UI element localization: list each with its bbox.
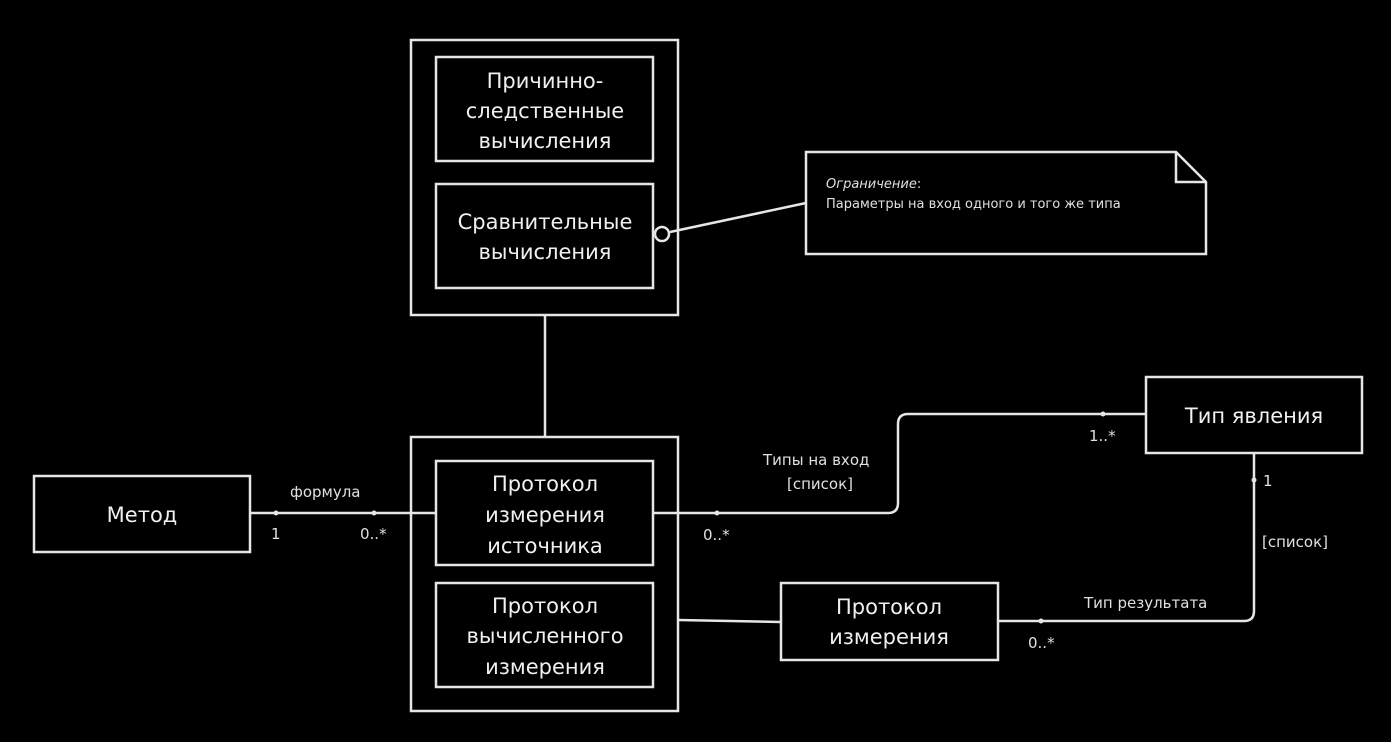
cause-effect-computation-box[interactable] bbox=[434, 55, 655, 163]
note-folded-corner bbox=[1174, 152, 1206, 184]
input-types-list-label: [список] bbox=[787, 475, 853, 493]
formula-target-end-dot bbox=[371, 510, 377, 516]
note-title: Ограничение: bbox=[826, 177, 921, 192]
constraint-anchor-circle bbox=[653, 225, 671, 243]
note-text: Параметры на вход одного и того же типа bbox=[826, 197, 1121, 212]
comparative-label-line1: Сравнительные bbox=[458, 210, 633, 234]
comparative-label-line2: вычисления bbox=[479, 240, 612, 264]
input-types-label: Типы на вход bbox=[762, 451, 869, 469]
constraint-connector[interactable] bbox=[669, 201, 807, 234]
input-types-target-end-dot bbox=[1100, 411, 1106, 417]
input-types-source-multiplicity: 0..* bbox=[703, 526, 730, 544]
input-types-source-end-dot bbox=[714, 510, 720, 516]
input-types-target-multiplicity: 1..* bbox=[1089, 427, 1116, 445]
constraint-note[interactable] bbox=[804, 150, 1208, 256]
measurement-protocol-label-line1: Протокол bbox=[836, 595, 942, 619]
comparative-computation-box[interactable] bbox=[434, 182, 655, 290]
result-type-source-multiplicity: 0..* bbox=[1028, 634, 1055, 652]
cause-effect-label-line2: следственные bbox=[466, 99, 624, 123]
result-type-label: Тип результата bbox=[1083, 594, 1207, 612]
source-measurement-protocol-box[interactable] bbox=[434, 459, 655, 567]
protocol-generalization-connector[interactable] bbox=[677, 618, 782, 624]
result-type-target-end-dot bbox=[1251, 477, 1257, 483]
computed-measurement-protocol-box[interactable] bbox=[434, 581, 655, 689]
computed-protocol-label-line1: Протокол bbox=[492, 594, 598, 618]
result-type-list-label: [список] bbox=[1262, 533, 1328, 551]
formula-source-multiplicity: 1 bbox=[271, 525, 281, 543]
source-protocol-label-line2: измерения bbox=[485, 503, 605, 527]
measurement-protocol-label-line2: измерения bbox=[829, 625, 949, 649]
measurement-protocol-box[interactable] bbox=[779, 581, 1000, 662]
source-protocol-label-line3: источника bbox=[487, 534, 603, 558]
cause-effect-label-line3: вычисления bbox=[479, 129, 612, 153]
result-type-source-end-dot bbox=[1038, 618, 1044, 624]
formula-source-end-dot bbox=[273, 510, 279, 516]
cause-effect-label-line1: Причинно- bbox=[487, 69, 604, 93]
formula-label: формула bbox=[290, 483, 361, 501]
method-label: Метод bbox=[107, 503, 178, 527]
formula-target-multiplicity: 0..* bbox=[360, 525, 387, 543]
result-type-association[interactable] bbox=[998, 453, 1256, 623]
computed-protocol-label-line3: измерения bbox=[485, 655, 605, 679]
method-box[interactable] bbox=[32, 474, 252, 554]
phenomenon-type-label: Тип явления bbox=[1184, 404, 1323, 428]
input-types-association[interactable] bbox=[653, 412, 1146, 515]
computed-protocol-label-line2: вычисленного bbox=[466, 624, 623, 648]
source-protocol-label-line1: Протокол bbox=[492, 472, 598, 496]
phenomenon-type-box[interactable] bbox=[1144, 375, 1364, 455]
result-type-target-multiplicity: 1 bbox=[1263, 472, 1273, 490]
